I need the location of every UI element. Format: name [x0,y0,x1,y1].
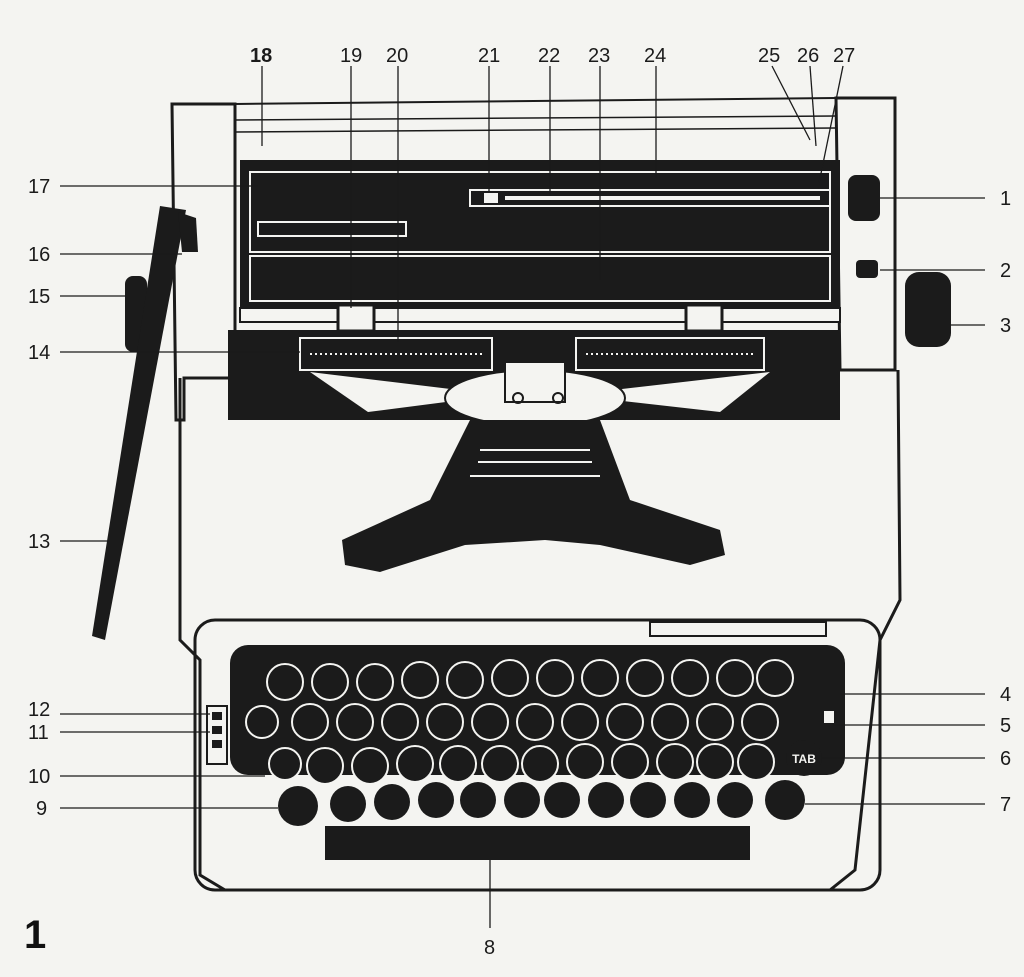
carriage-assembly [239,160,841,333]
callout-16: 16 [28,244,50,266]
typebar-basket [342,420,725,572]
callout-11: 11 [28,722,49,744]
callout-24: 24 [644,45,666,67]
callout-22: 22 [538,45,560,67]
callout-12: 12 [28,699,50,721]
callout-13: 13 [28,531,50,553]
callout-labels: 1 2 3 4 5 6 7 8 9 10 11 12 13 14 15 16 1… [28,45,1011,959]
callout-3: 3 [1000,315,1011,337]
figure-number: 1 [24,913,46,957]
callout-14: 14 [28,342,50,364]
callout-15: 15 [28,286,50,308]
callout-1: 1 [1000,188,1011,210]
keyboard: TAB [193,618,882,892]
line-space-lever-knob [848,175,880,221]
knobs [125,175,951,352]
callout-20: 20 [386,45,408,67]
callout-27: 27 [833,45,855,67]
callout-9: 9 [36,798,47,820]
callout-8: 8 [484,937,495,959]
callout-2: 2 [1000,260,1011,282]
platen-release-knob [856,260,878,278]
callout-17: 17 [28,176,50,198]
space-bar [325,826,750,860]
callout-21: 21 [478,45,500,67]
callout-19: 19 [340,45,362,67]
tab-key [786,740,822,776]
carriage-return-lever [92,206,198,640]
callout-25: 25 [758,45,780,67]
callout-6: 6 [1000,748,1011,770]
right-platen-knob [905,272,951,347]
callout-23: 23 [588,45,610,67]
callout-4: 4 [1000,684,1011,706]
callout-18: 18 [250,45,272,67]
callout-7: 7 [1000,794,1011,816]
callout-leaders [60,65,985,928]
callout-5: 5 [1000,715,1011,737]
callout-26: 26 [797,45,819,67]
tab-key-label: TAB [792,752,816,766]
callout-10: 10 [28,766,50,788]
platen-scale [228,330,840,427]
